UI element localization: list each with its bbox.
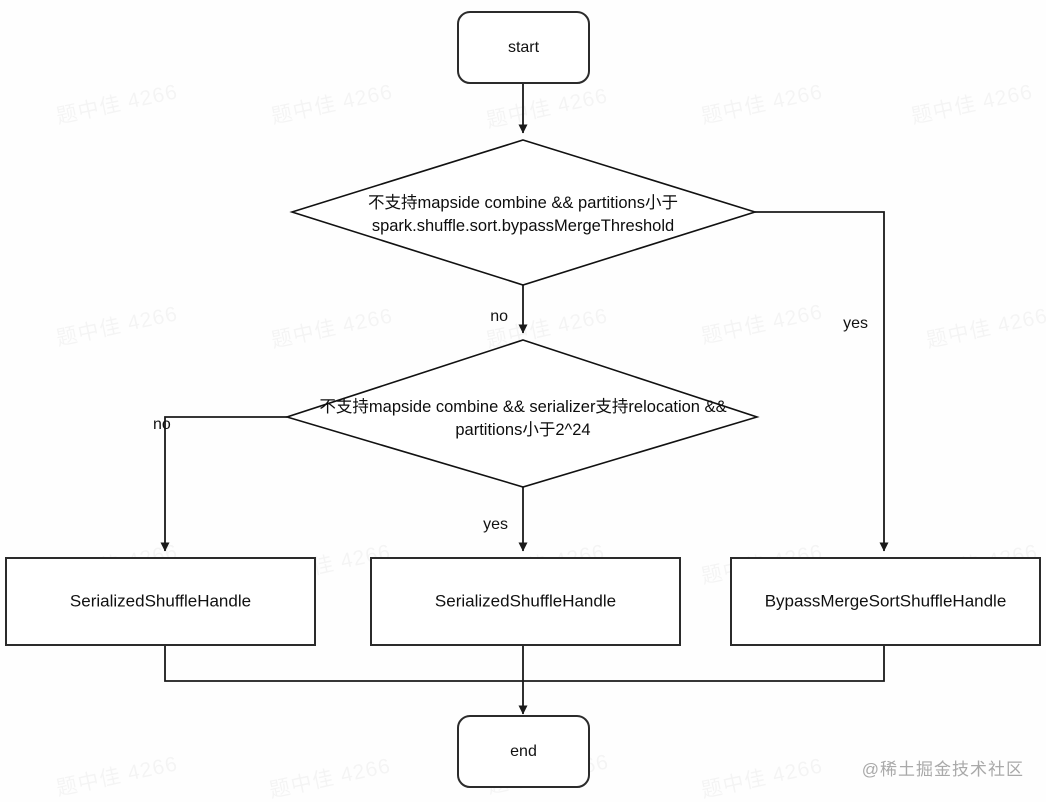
end-shape bbox=[457, 715, 590, 788]
end-label: end bbox=[510, 743, 537, 760]
decision-1-line-2: spark.shuffle.sort.bypassMergeThreshold bbox=[372, 217, 674, 235]
decision-2-line-1: 不支持mapside combine && serializer支持reloca… bbox=[319, 397, 726, 416]
node-end[interactable]: end bbox=[457, 715, 590, 788]
node-result-middle[interactable]: SerializedShuffleHandle bbox=[370, 557, 681, 646]
edge-left-box-to-end bbox=[164, 645, 523, 682]
result-left-label: SerializedShuffleHandle bbox=[70, 591, 251, 610]
attribution-text: @稀土掘金技术社区 bbox=[861, 760, 1024, 779]
edge-label-decision-1-no: no bbox=[490, 308, 508, 325]
edge-label-decision-2-yes: yes bbox=[483, 516, 508, 533]
node-result-left[interactable]: SerializedShuffleHandle bbox=[5, 557, 316, 646]
result-middle-label: SerializedShuffleHandle bbox=[435, 591, 616, 610]
edge-label-decision-1-yes: yes bbox=[843, 315, 868, 332]
edge-label-decision-2-no: no bbox=[153, 416, 171, 433]
decision-2-shape bbox=[284, 339, 760, 488]
start-shape bbox=[457, 11, 590, 84]
node-decision-1[interactable]: 不支持mapside combine && partitions小于 spark… bbox=[289, 139, 758, 286]
decision-1-shape bbox=[289, 139, 758, 286]
result-right-label: BypassMergeSortShuffleHandle bbox=[765, 591, 1007, 610]
node-decision-2[interactable]: 不支持mapside combine && serializer支持reloca… bbox=[284, 339, 760, 488]
node-result-right[interactable]: BypassMergeSortShuffleHandle bbox=[730, 557, 1041, 646]
node-start[interactable]: start bbox=[457, 11, 590, 84]
result-middle-shape bbox=[370, 557, 681, 646]
decision-1-line-1: 不支持mapside combine && partitions小于 bbox=[368, 193, 678, 212]
decision-2-line-2: partitions小于2^24 bbox=[455, 420, 590, 439]
edge-decision-1-yes bbox=[755, 211, 889, 552]
edge-decision-2-no bbox=[160, 416, 287, 552]
result-right-shape bbox=[730, 557, 1041, 646]
start-label: start bbox=[508, 39, 540, 56]
result-left-shape bbox=[5, 557, 316, 646]
edge-right-box-to-end bbox=[523, 645, 885, 682]
